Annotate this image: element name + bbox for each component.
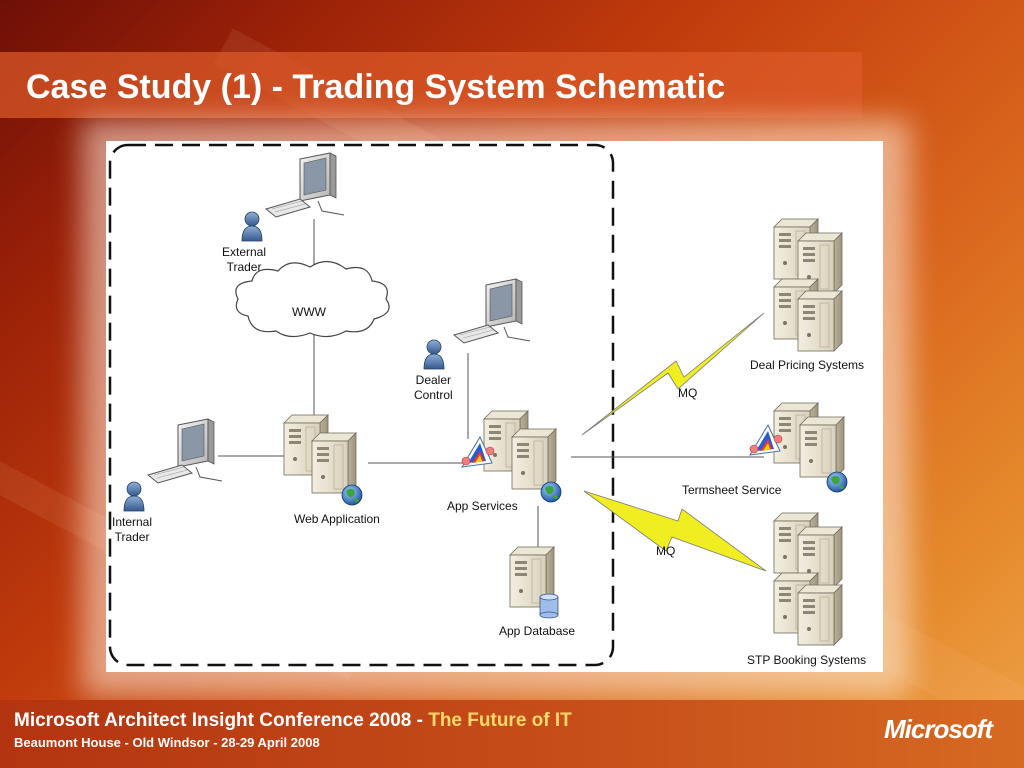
- user-icon: [123, 481, 145, 512]
- keyboard-icon: [453, 324, 499, 344]
- label-web-application: Web Application: [294, 512, 380, 526]
- lightning-icon-lower: [583, 490, 767, 572]
- footer-bar: [0, 700, 1024, 768]
- keyboard-icon: [265, 198, 311, 218]
- connections: [218, 219, 764, 549]
- keyboard-icon: [147, 464, 193, 484]
- label-mq-upper: MQ: [678, 386, 698, 400]
- globe-icon: [826, 471, 848, 493]
- label-deal-pricing: Deal Pricing Systems: [750, 358, 865, 372]
- server-icon: [311, 432, 357, 494]
- footer-conference: Microsoft Architect Insight Conference 2…: [14, 710, 572, 732]
- label-app-database: App Database: [499, 624, 576, 638]
- trading-schematic: [108, 143, 848, 667]
- footer-theme: The Future of IT: [428, 710, 572, 731]
- cloud-icon: [235, 260, 390, 338]
- microsoft-logo: Microsoft: [884, 714, 993, 744]
- slide-title: Case Study (1) - Trading System Schemati…: [26, 68, 726, 106]
- globe-icon: [540, 481, 562, 503]
- label-mq-lower: MQ: [656, 544, 676, 558]
- diagram-panel: External Trader WWW Internal Trader Web …: [106, 141, 883, 672]
- internal-boundary: [108, 143, 615, 667]
- title-bar: [0, 52, 862, 118]
- footer-venue: Beaumont House - Old Windsor - 28-29 Apr…: [14, 735, 320, 750]
- globe-icon: [341, 484, 363, 506]
- user-icon: [423, 339, 445, 370]
- lightning-icon-upper: [581, 312, 765, 436]
- server-icon: [797, 290, 843, 352]
- label-app-services: App Services: [447, 499, 518, 513]
- label-stp-booking: STP Booking Systems: [747, 653, 867, 667]
- footer-conference-name: Microsoft Architect Insight Conference 2…: [14, 710, 429, 731]
- database-icon: [539, 593, 559, 619]
- server-icon: [799, 416, 845, 478]
- label-internal-trader: Internal Trader: [112, 515, 153, 544]
- label-termsheet: Termsheet Service: [682, 483, 782, 497]
- label-www: WWW: [292, 305, 326, 319]
- server-icon: [511, 428, 557, 490]
- label-dealer-control: Dealer Control: [414, 373, 453, 402]
- user-icon: [241, 211, 263, 242]
- server-icon: [797, 584, 843, 646]
- label-external-trader: External Trader: [222, 245, 267, 274]
